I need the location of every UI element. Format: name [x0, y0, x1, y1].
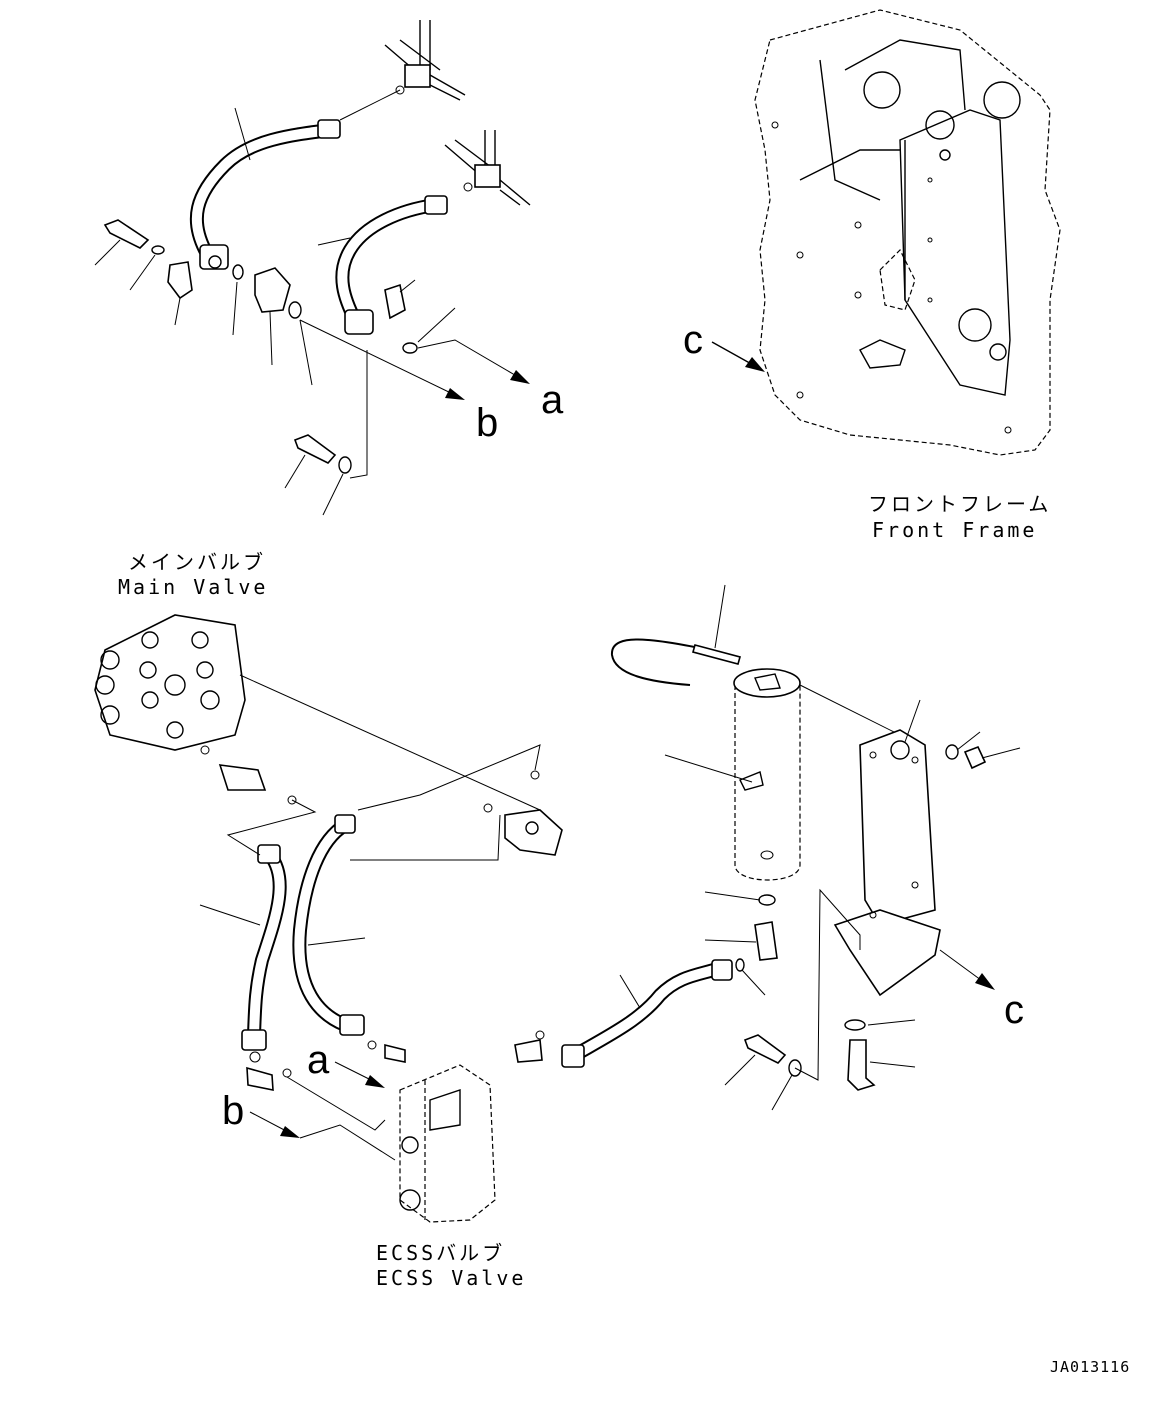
ref-letter-a-top: a	[541, 378, 564, 422]
front-frame-label-jp: フロントフレーム	[868, 492, 1052, 516]
ref-letter-c-bracket: c	[1004, 988, 1024, 1032]
ref-arrow-c-frame	[711, 341, 765, 372]
main-valve-label-en: Main Valve	[118, 575, 269, 599]
accumulator	[610, 584, 901, 961]
ecss-valve-label-jp: ECSSバルブ	[376, 1241, 506, 1265]
elbow-fitting	[350, 744, 563, 861]
front-frame-label-en: Front Frame	[872, 518, 1038, 542]
main-valve	[94, 614, 541, 811]
ref-letter-b-bottom: b	[222, 1089, 245, 1133]
top-hose-assembly	[94, 20, 531, 516]
lower-hoses	[199, 799, 406, 1131]
ref-letter-a-bottom: a	[307, 1038, 330, 1082]
front-frame	[754, 9, 1061, 456]
drawing-code: JA013116	[1050, 1358, 1131, 1376]
ref-letter-b-top: b	[476, 401, 499, 445]
ecss-valve-label-en: ECSS Valve	[376, 1266, 527, 1290]
ref-arrows-lower	[249, 1061, 396, 1161]
main-valve-label-jp: メインバルブ	[128, 550, 266, 574]
ecss-valve	[399, 1030, 545, 1223]
bracket	[724, 699, 1021, 1111]
ref-letter-c-frame: c	[683, 318, 703, 362]
accumulator-hose	[561, 958, 766, 1068]
